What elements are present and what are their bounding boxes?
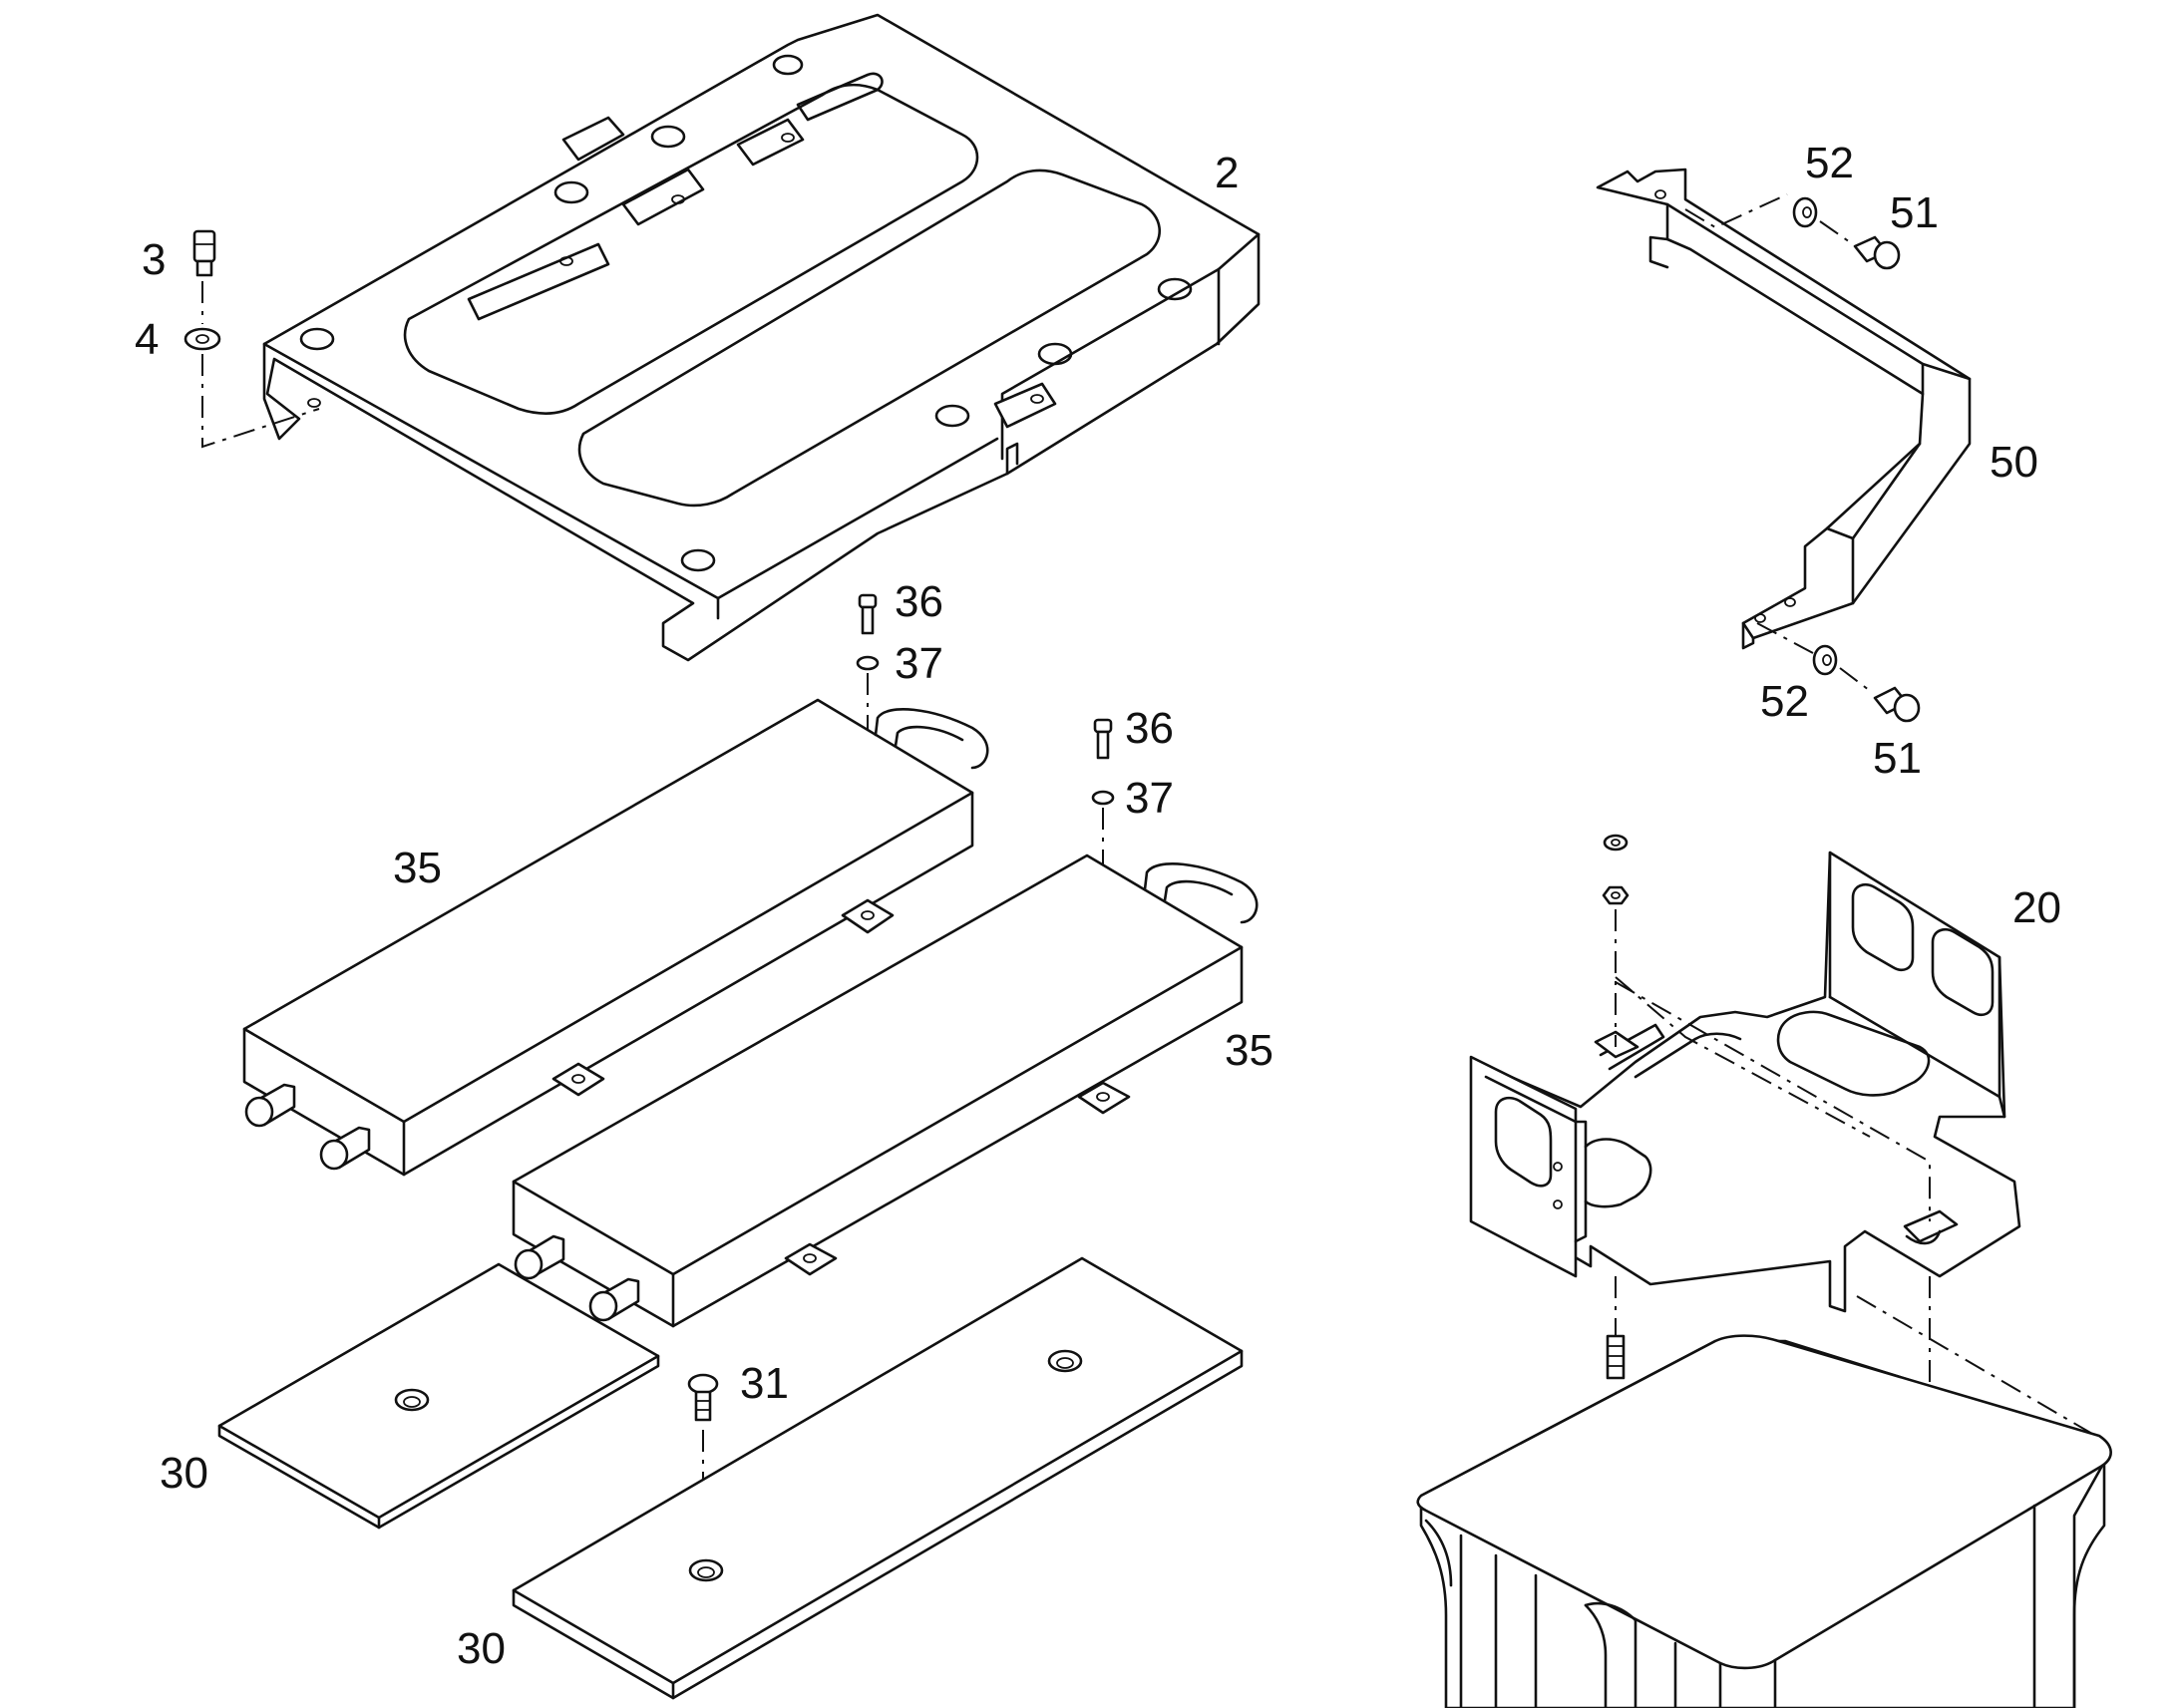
screw-part-3	[192, 229, 216, 277]
label-part-36-lower: 36	[1125, 704, 1174, 753]
label-part-3: 3	[142, 235, 166, 284]
cooler-block-part-35-right	[512, 854, 1259, 1328]
assembly-line-3-4	[201, 281, 320, 449]
screw-part-51-upper	[1853, 235, 1901, 270]
screw-part-36-upper	[858, 593, 878, 635]
label-part-30-bottom: 30	[457, 1624, 506, 1673]
label-part-51-lower: 51	[1873, 734, 1922, 783]
screw-part-36-lower	[1093, 718, 1113, 760]
washer-part-20-fastener	[1603, 834, 1629, 852]
label-part-35-left: 35	[393, 844, 442, 892]
washer-part-4	[183, 327, 221, 351]
label-part-30-left: 30	[160, 1449, 208, 1498]
label-part-37-lower: 37	[1125, 774, 1174, 823]
cooler-block-part-35-left	[242, 698, 989, 1177]
label-part-52-lower: 52	[1760, 677, 1809, 726]
label-part-50: 50	[1990, 438, 2038, 487]
label-part-4: 4	[135, 315, 159, 364]
label-part-31: 31	[740, 1359, 789, 1408]
label-part-35-right: 35	[1225, 1026, 1273, 1075]
assembly-line-51-52-upper	[1684, 193, 1854, 245]
nut-part-20-fastener	[1602, 885, 1630, 905]
label-part-51-upper: 51	[1890, 188, 1939, 237]
screw-part-31	[687, 1373, 719, 1422]
label-part-2: 2	[1215, 149, 1239, 197]
thermal-pad-part-30-left	[217, 1262, 660, 1530]
assembly-line-51-52-lower	[1756, 622, 1874, 694]
washer-part-37-lower	[1091, 790, 1115, 806]
screw-part-51-lower	[1873, 686, 1921, 723]
label-part-37-upper: 37	[895, 639, 943, 688]
washer-part-52-lower	[1812, 644, 1838, 676]
washer-part-52-upper	[1792, 196, 1818, 228]
label-part-36-upper: 36	[895, 577, 943, 626]
mounting-frame-part-2	[262, 13, 1261, 662]
label-part-20: 20	[2012, 883, 2061, 932]
battery	[1416, 1334, 2112, 1708]
bracket-part-50	[1596, 168, 1972, 650]
assembly-line-20-diag	[1615, 976, 2105, 1442]
threaded-rod-left	[1606, 1334, 1626, 1380]
thermal-pad-part-30-bottom	[512, 1256, 1244, 1700]
washer-part-37-upper	[856, 655, 880, 671]
label-part-52-upper: 52	[1805, 139, 1854, 187]
battery-bracket-part-20	[1469, 851, 2021, 1313]
